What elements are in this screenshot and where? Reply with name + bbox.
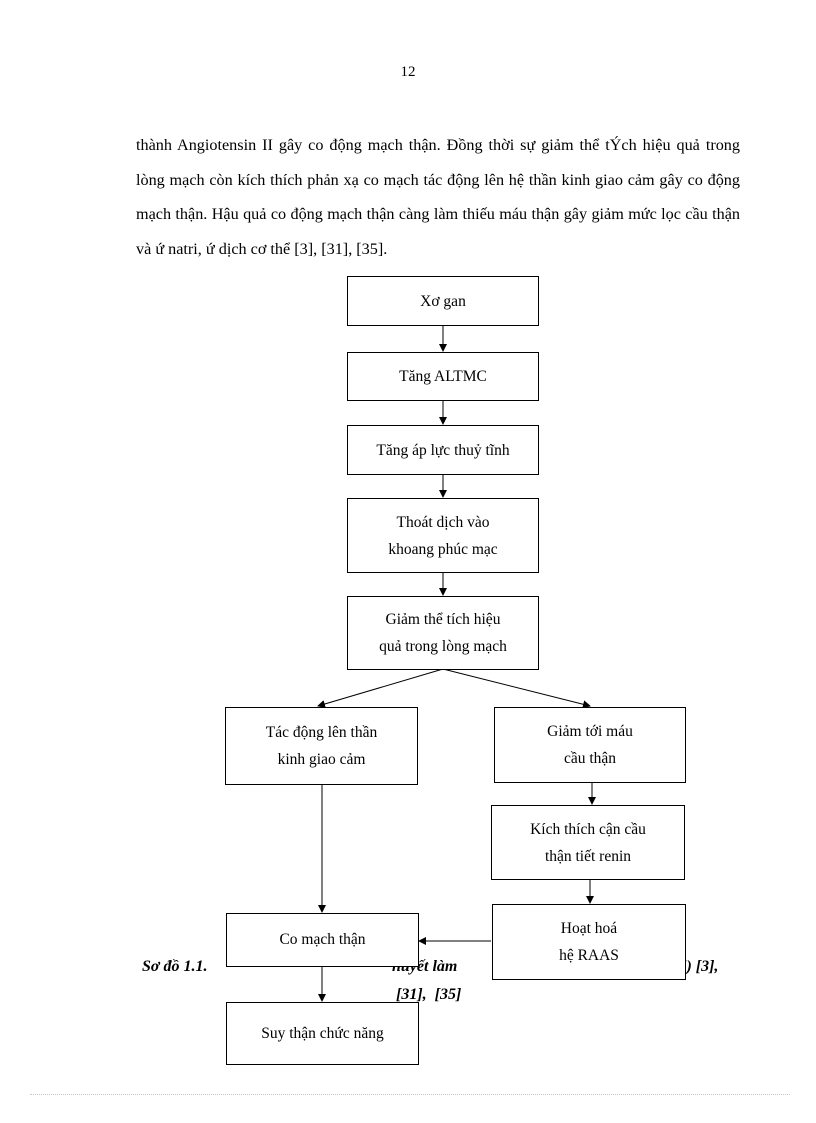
box-thoat-dich: Thoát dịch vào khoang phúc mạc — [347, 498, 539, 573]
box-tang-altmc: Tăng ALTMC — [347, 352, 539, 401]
box-kich-thich-renin: Kích thích cận cầu thận tiết renin — [491, 805, 685, 880]
arrow-to-giamtoimau — [442, 668, 591, 709]
diagram-caption-label: Sơ đồ 1.1. — [142, 958, 208, 975]
box-suy-than: Suy thận chức năng — [226, 1002, 419, 1065]
box-xo-gan: Xơ gan — [347, 276, 539, 326]
box-hoat-hoa-raas: Hoạt hoá hệ RAAS — [492, 904, 686, 980]
box-tac-dong-than-kinh: Tác động lên thần kinh giao cảm — [225, 707, 418, 785]
diagram-caption-refs: l) [3], — [682, 958, 719, 975]
box-giam-toi-mau: Giảm tới máu cầu thận — [494, 707, 686, 783]
arrow-to-tacdong — [317, 668, 444, 708]
body-paragraph: thành Angiotensin II gây co động mạch th… — [136, 136, 740, 258]
page-number: 12 — [400, 64, 416, 80]
page-bottom-rule — [30, 1094, 790, 1095]
box-giam-the-tich: Giảm thể tích hiệu quả trong lòng mạch — [347, 596, 539, 670]
box-tang-ap-luc: Tăng áp lực thuỷ tĩnh — [347, 425, 539, 475]
box-co-mach-than: Co mạch thận — [226, 913, 419, 967]
diagram-caption-refs-cont: [31], [35] — [396, 986, 462, 1003]
